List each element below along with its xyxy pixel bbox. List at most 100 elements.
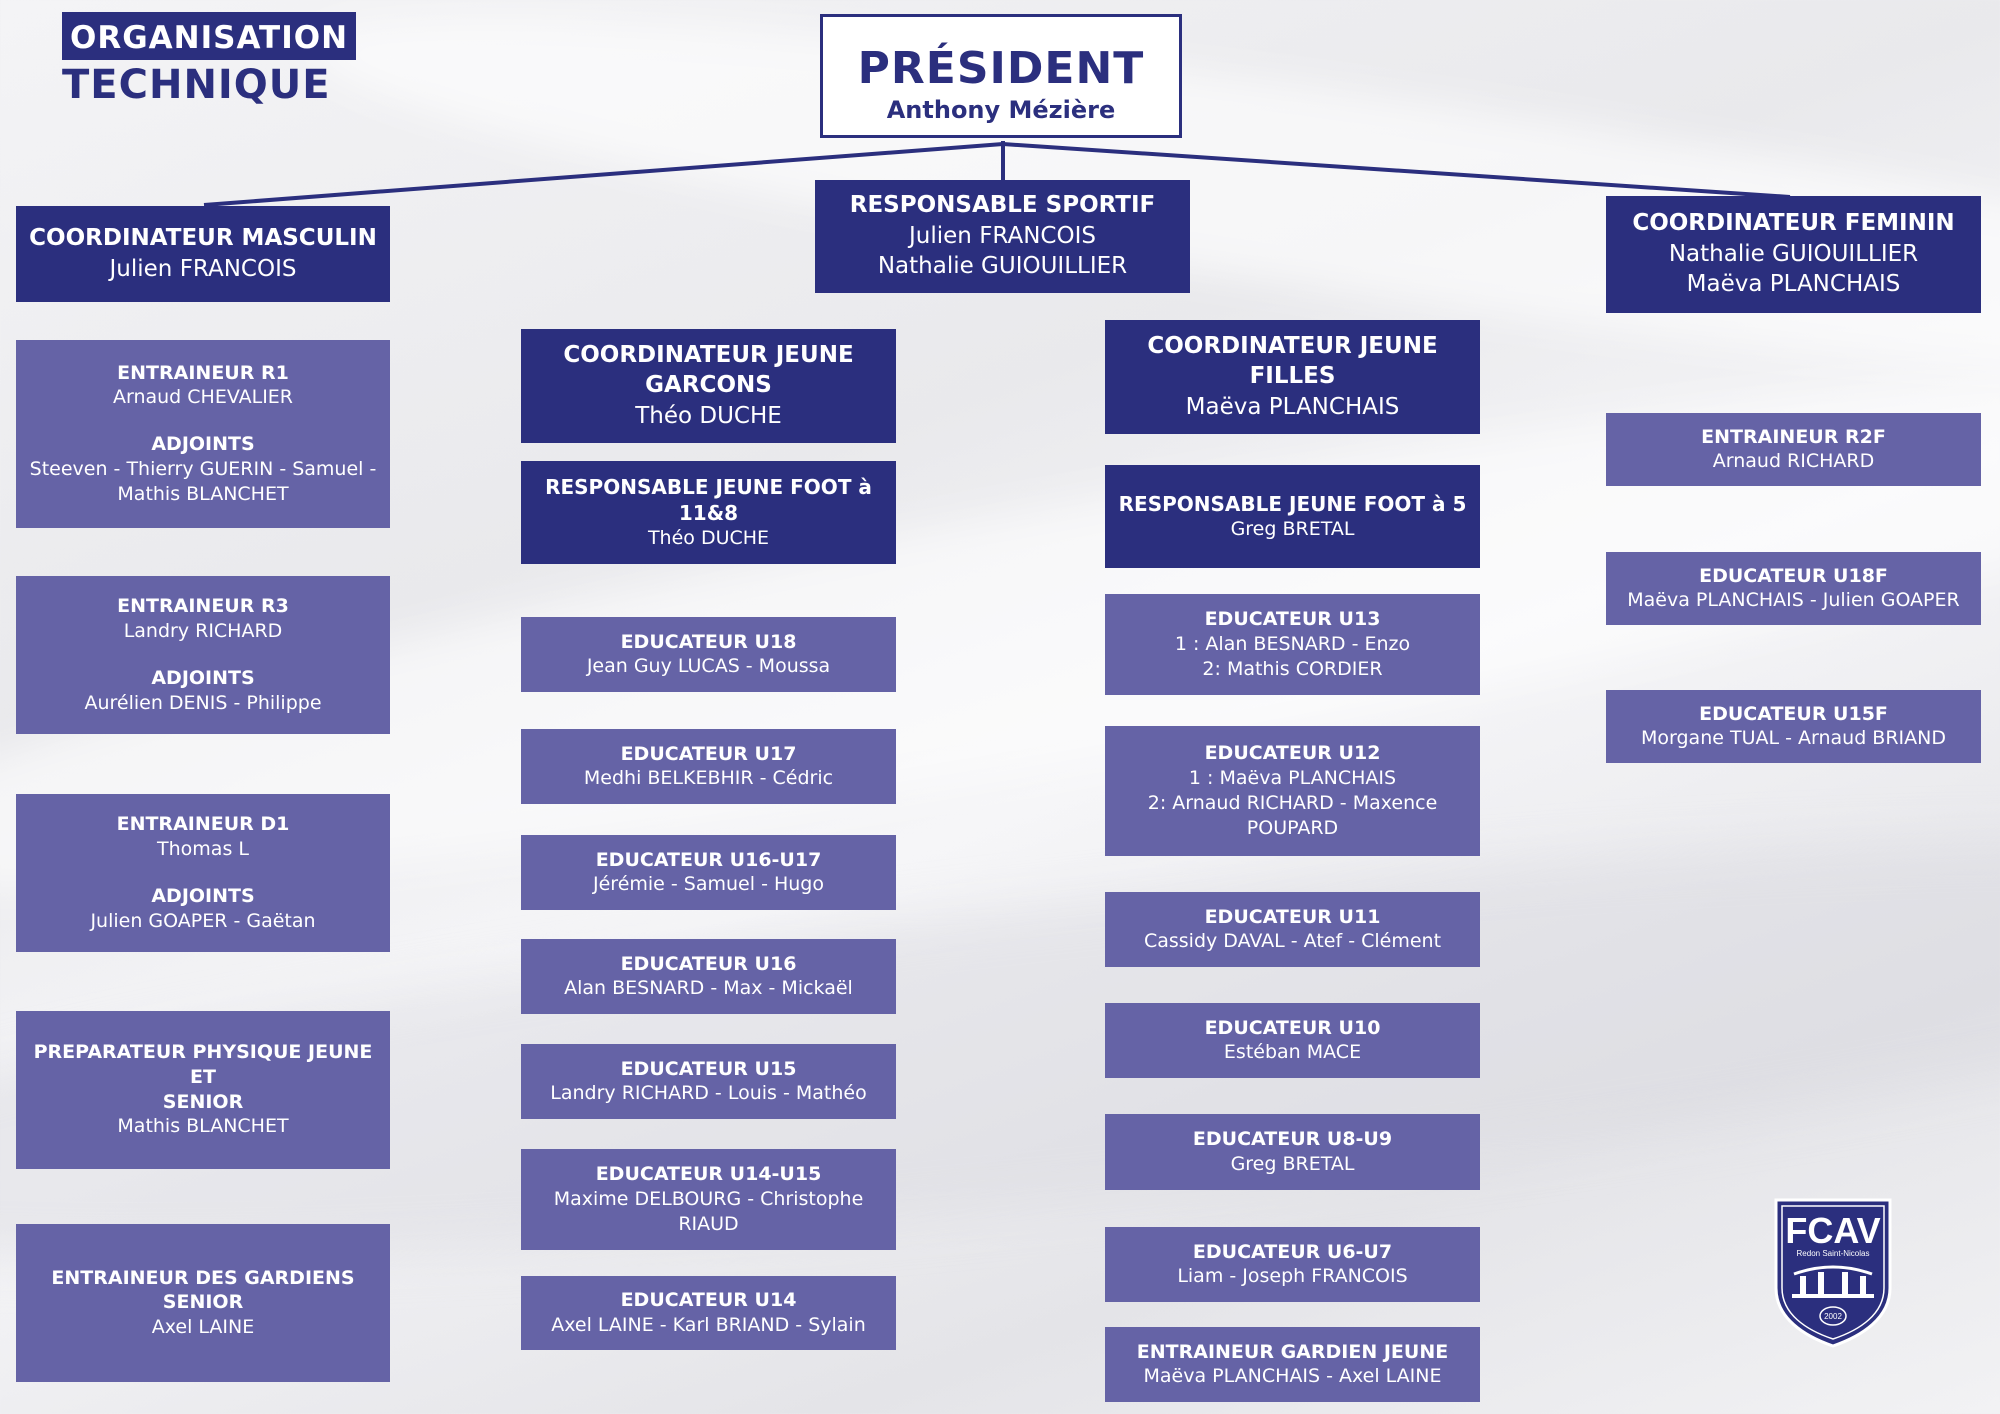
educateur-u11-box: EDUCATEUR U11 Cassidy DAVAL - Atef - Clé… [1105, 892, 1480, 967]
box-title: RESPONSABLE SPORTIF [849, 192, 1156, 219]
box-name: Mathis BLANCHET [117, 1115, 289, 1138]
entraineur-gardiens-senior-box: ENTRAINEUR DES GARDIENS SENIOR Axel LAIN… [16, 1224, 390, 1382]
entraineur-r3-box: ENTRAINEUR R3 Landry RICHARD ADJOINTS Au… [16, 576, 390, 734]
box-title: EDUCATEUR U10 [1204, 1016, 1381, 1039]
box-title: ENTRAINEUR GARDIEN JEUNE [1136, 1340, 1449, 1363]
box-title: EDUCATEUR U16 [620, 952, 797, 975]
box-name: Landry RICHARD [123, 619, 283, 642]
adjoints-names: Steeven - Thierry GUERIN - Samuel - [29, 458, 377, 481]
box-name: Morgane TUAL - Arnaud BRIAND [1641, 727, 1946, 750]
box-title: GARCONS [645, 371, 772, 398]
responsable-sportif-box: RESPONSABLE SPORTIF Julien FRANCOIS Nath… [815, 180, 1190, 293]
box-name: 2: Arnaud RICHARD - Maxence [1147, 791, 1438, 814]
adjoints-names: Aurélien DENIS - Philippe [84, 691, 322, 714]
coordinateur-jeune-garcons-box: COORDINATEUR JEUNE GARCONS Théo DUCHE [521, 329, 896, 443]
logo-text: FCAV [1785, 1210, 1880, 1251]
box-title: EDUCATEUR U11 [1204, 905, 1381, 928]
box-title: ENTRAINEUR R2F [1701, 425, 1886, 448]
adjoints-title: ADJOINTS [151, 433, 255, 456]
adjoints-names: Julien GOAPER - Gaëtan [90, 909, 316, 932]
educateur-u8-u9-box: EDUCATEUR U8-U9 Greg BRETAL [1105, 1114, 1480, 1190]
entraineur-gardien-jeune-box: ENTRAINEUR GARDIEN JEUNE Maëva PLANCHAIS… [1105, 1327, 1480, 1402]
educateur-u15-box: EDUCATEUR U15 Landry RICHARD - Louis - M… [521, 1044, 896, 1119]
box-name: RIAUD [678, 1212, 739, 1235]
fcav-logo: FCAV Redon Saint-Nicolas 2002 [1774, 1198, 1892, 1348]
box-name: Axel LAINE - Karl BRIAND - Sylain [551, 1313, 866, 1336]
box-title: EDUCATEUR U18F [1699, 564, 1888, 587]
entraineur-r2f-box: ENTRAINEUR R2F Arnaud RICHARD [1606, 413, 1981, 486]
box-title: COORDINATEUR JEUNE [563, 341, 854, 368]
box-name: 2: Mathis CORDIER [1202, 657, 1383, 680]
box-name: Medhi BELKEBHIR - Cédric [583, 767, 834, 790]
box-title: COORDINATEUR FEMININ [1632, 210, 1955, 237]
box-name: POUPARD [1246, 816, 1339, 839]
president-box: PRÉSIDENT Anthony Mézière [820, 14, 1182, 138]
educateur-u12-box: EDUCATEUR U12 1 : Maëva PLANCHAIS 2: Arn… [1105, 726, 1480, 856]
educateur-u16-u17-box: EDUCATEUR U16-U17 Jérémie - Samuel - Hug… [521, 835, 896, 910]
responsable-jeune-foot-11-box: RESPONSABLE JEUNE FOOT à 11&8 Théo DUCHE [521, 461, 896, 564]
box-title: EDUCATEUR U17 [620, 742, 797, 765]
box-name: Maëva PLANCHAIS [1686, 271, 1901, 298]
coordinateur-masculin-box: COORDINATEUR MASCULIN Julien FRANCOIS [16, 206, 390, 302]
box-name: Liam - Joseph FRANCOIS [1177, 1265, 1408, 1288]
box-name: Julien FRANCOIS [109, 255, 297, 282]
box-name: Landry RICHARD - Louis - Mathéo [550, 1082, 867, 1105]
box-title: COORDINATEUR JEUNE FILLES [1147, 332, 1438, 389]
educateur-u17-box: EDUCATEUR U17 Medhi BELKEBHIR - Cédric [521, 729, 896, 804]
educateur-u15f-box: EDUCATEUR U15F Morgane TUAL - Arnaud BRI… [1606, 690, 1981, 763]
box-title: PREPARATEUR PHYSIQUE JEUNE ET [33, 1041, 373, 1089]
box-name: Julien FRANCOIS [909, 223, 1096, 250]
box-name: Greg BRETAL [1230, 517, 1355, 540]
logo-subtitle: Redon Saint-Nicolas [1797, 1249, 1870, 1258]
box-name: 1 : Maëva PLANCHAIS [1188, 766, 1397, 789]
educateur-u6-u7-box: EDUCATEUR U6-U7 Liam - Joseph FRANCOIS [1105, 1227, 1480, 1302]
box-name: Maëva PLANCHAIS - Axel LAINE [1143, 1365, 1442, 1388]
title-line2: TECHNIQUE [62, 62, 331, 108]
box-title: EDUCATEUR U14 [620, 1289, 797, 1312]
chart-title: ORGANISATION TECHNIQUE [62, 12, 357, 108]
box-title: RESPONSABLE JEUNE FOOT à 11&8 [545, 474, 872, 525]
box-title: EDUCATEUR U15 [620, 1057, 797, 1080]
box-name: Jean Guy LUCAS - Moussa [586, 655, 831, 678]
box-title: ENTRAINEUR R1 [117, 361, 289, 384]
educateur-u13-box: EDUCATEUR U13 1 : Alan BESNARD - Enzo 2:… [1105, 594, 1480, 695]
box-title: COORDINATEUR MASCULIN [29, 224, 377, 251]
coordinateur-feminin-box: COORDINATEUR FEMININ Nathalie GUIOUILLIE… [1606, 196, 1981, 313]
box-name: Nathalie GUIOUILLIER [1668, 241, 1919, 268]
box-name: 1 : Alan BESNARD - Enzo [1174, 632, 1411, 655]
box-title: ENTRAINEUR R3 [117, 595, 289, 618]
box-name: Maëva PLANCHAIS - Julien GOAPER [1627, 589, 1960, 612]
educateur-u14-u15-box: EDUCATEUR U14-U15 Maxime DELBOURG - Chri… [521, 1149, 896, 1250]
box-title: EDUCATEUR U12 [1204, 742, 1381, 765]
box-title: EDUCATEUR U8-U9 [1192, 1128, 1393, 1151]
box-name: Maxime DELBOURG - Christophe [553, 1187, 864, 1210]
box-title: ENTRAINEUR D1 [116, 813, 290, 836]
box-name: Théo DUCHE [647, 526, 770, 549]
preparateur-physique-box: PREPARATEUR PHYSIQUE JEUNE ET SENIOR Mat… [16, 1011, 390, 1169]
educateur-u18-box: EDUCATEUR U18 Jean Guy LUCAS - Moussa [521, 617, 896, 692]
box-name: Maëva PLANCHAIS [1185, 393, 1400, 420]
educateur-u18f-box: EDUCATEUR U18F Maëva PLANCHAIS - Julien … [1606, 552, 1981, 625]
entraineur-d1-box: ENTRAINEUR D1 Thomas L ADJOINTS Julien G… [16, 794, 390, 952]
box-name: Cassidy DAVAL - Atef - Clément [1143, 930, 1442, 953]
educateur-u14-box: EDUCATEUR U14 Axel LAINE - Karl BRIAND -… [521, 1276, 896, 1350]
box-name: Estéban MACE [1223, 1041, 1362, 1064]
president-name: Anthony Mézière [886, 96, 1116, 124]
box-name: Axel LAINE [151, 1316, 255, 1339]
adjoints-title: ADJOINTS [151, 667, 255, 689]
title-line1: ORGANISATION [62, 12, 357, 60]
box-name: Théo DUCHE [635, 402, 782, 429]
entraineur-r1-box: ENTRAINEUR R1 Arnaud CHEVALIER ADJOINTS … [16, 340, 390, 528]
responsable-jeune-foot-5-box: RESPONSABLE JEUNE FOOT à 5 Greg BRETAL [1105, 465, 1480, 568]
box-name: Jérémie - Samuel - Hugo [593, 873, 824, 896]
box-name: Thomas L [157, 837, 249, 860]
box-name: Nathalie GUIOUILLIER [877, 253, 1128, 280]
box-name: Arnaud RICHARD [1712, 450, 1875, 473]
box-title: ENTRAINEUR DES GARDIENS SENIOR [51, 1266, 355, 1314]
box-title: EDUCATEUR U18 [620, 630, 797, 653]
logo-year: 2002 [1824, 1312, 1842, 1321]
educateur-u16-box: EDUCATEUR U16 Alan BESNARD - Max - Micka… [521, 939, 896, 1014]
adjoints-title: ADJOINTS [151, 885, 255, 907]
adjoints-names: Mathis BLANCHET [117, 483, 289, 506]
